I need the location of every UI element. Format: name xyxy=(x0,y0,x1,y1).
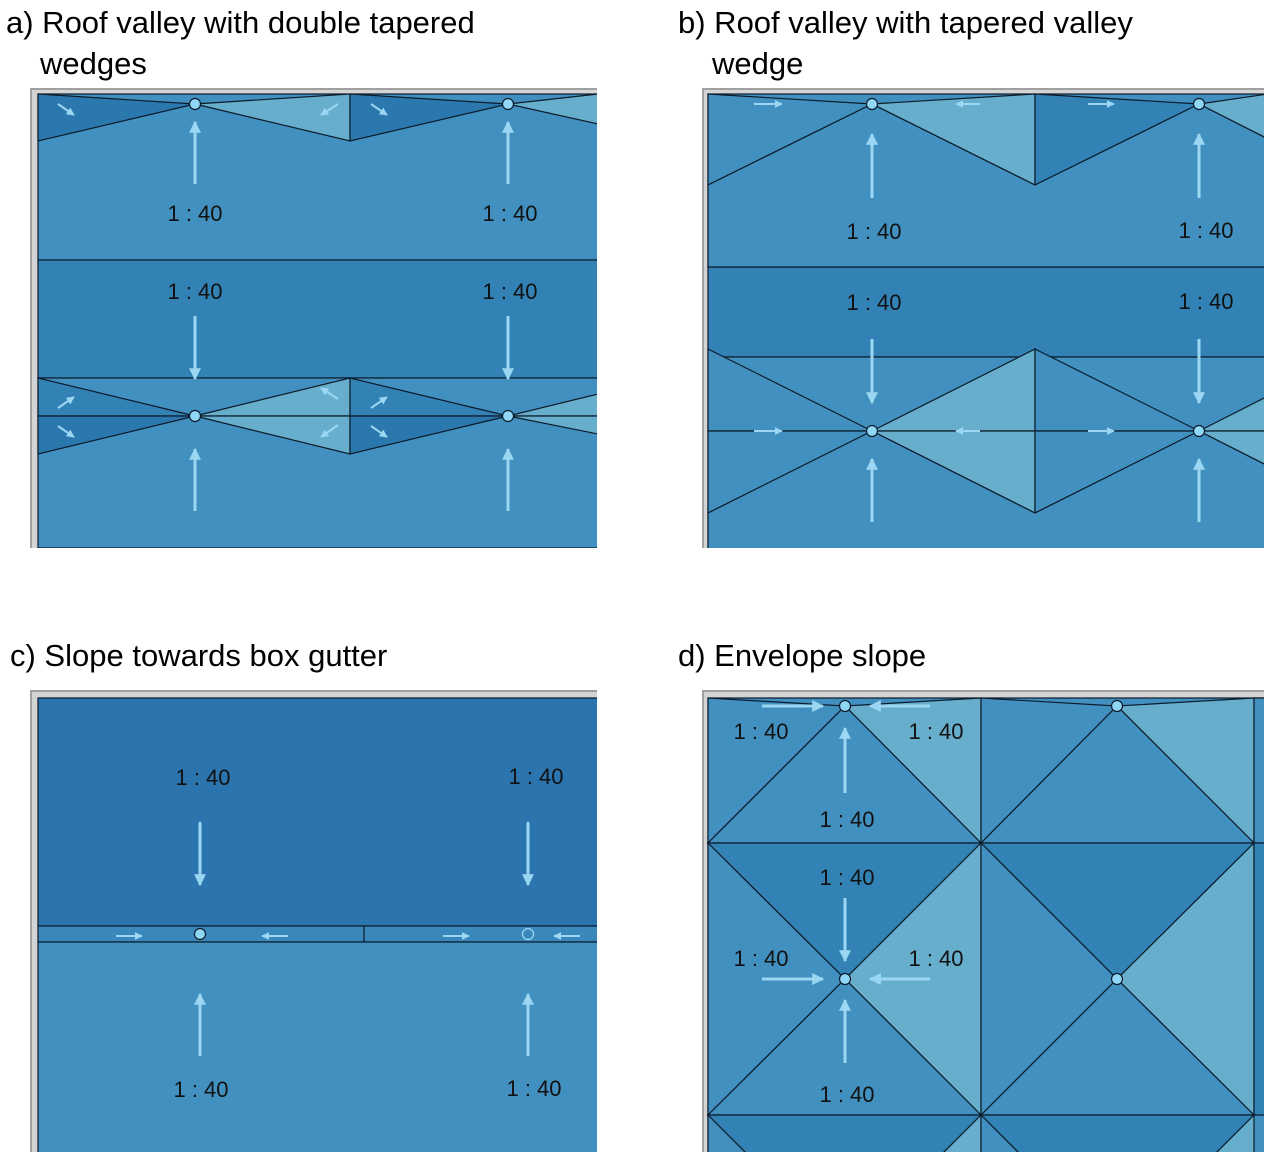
panel-b-field-bottom-lower xyxy=(707,430,1264,548)
panel-b-drain-outlet xyxy=(1192,424,1206,438)
panel-c-title: c) Slope towards box gutter xyxy=(10,635,387,676)
panel-c-slope-label: 1 : 40 xyxy=(173,1077,228,1102)
panel-d-drain-outlet xyxy=(1110,972,1124,986)
panel-c-drain-outlet xyxy=(521,927,535,941)
panel-b-title-line1: b) Roof valley with tapered valley xyxy=(678,5,1133,40)
panel-a-wedge-arrow xyxy=(320,103,339,116)
panel-b-title: b) Roof valley with tapered valley wedge xyxy=(678,2,1133,84)
panel-d-envelope-facet xyxy=(1216,1113,1255,1152)
panel-b-slope-label: 1 : 40 xyxy=(846,290,901,315)
panel-a-wedge xyxy=(507,415,597,435)
panel-a-slope-label: 1 : 40 xyxy=(482,201,537,226)
panel-a-wedge-arrow xyxy=(57,396,75,409)
panel-c-diagram: 1 : 40 1 : 40 1 : 40 1 : 40 xyxy=(30,690,597,1152)
panel-d-envelope-facet xyxy=(1253,697,1264,844)
panel-a-wedge-arrow xyxy=(370,103,388,116)
panel-a-wedge-arrow xyxy=(320,424,339,438)
panel-a-drain-outlet xyxy=(188,409,202,423)
panel-a-wedge-arrow xyxy=(370,396,388,409)
panel-a-slope-label: 1 : 40 xyxy=(167,279,222,304)
panel-d-title: d) Envelope slope xyxy=(678,635,926,676)
panel-a-wedge xyxy=(37,93,196,142)
panel-b-title-line2: wedge xyxy=(712,46,804,81)
panel-a-title-line1: a) Roof valley with double tapered xyxy=(6,5,475,40)
panel-c-slope-label: 1 : 40 xyxy=(508,764,563,789)
panel-c-title-line1: c) Slope towards box gutter xyxy=(10,638,388,673)
panel-d-diagram: 1 : 40 1 : 40 1 : 40 1 : 40 1 : 40 1 : 4… xyxy=(702,690,1264,1152)
panel-a-wedge xyxy=(507,93,597,125)
panel-c-drain-outlet xyxy=(193,927,207,941)
panel-b-slope-label: 1 : 40 xyxy=(846,219,901,244)
panel-b-drain-outlet xyxy=(865,97,879,111)
panel-a-slope-label: 1 : 40 xyxy=(167,201,222,226)
panel-d-title-line1: d) Envelope slope xyxy=(678,638,927,673)
panel-d-slope-label: 1 : 40 xyxy=(908,946,963,971)
panel-a-wedge xyxy=(349,415,509,455)
panel-d-envelope-facet xyxy=(980,1113,1019,1152)
panel-a-wedge-arrow xyxy=(320,387,339,400)
panel-b-slope-label: 1 : 40 xyxy=(1178,218,1233,243)
panel-a-field-middle xyxy=(37,259,597,379)
panel-a-wedge-arrow xyxy=(370,425,388,438)
panel-b-diagram: 1 : 40 1 : 40 1 : 40 1 : 40 xyxy=(702,88,1264,548)
panel-a-slope-label: 1 : 40 xyxy=(482,279,537,304)
panel-d-slope-label: 1 : 40 xyxy=(908,719,963,744)
panel-b-slope-label: 1 : 40 xyxy=(1178,289,1233,314)
panel-a-title: a) Roof valley with double tapered wedge… xyxy=(6,2,475,84)
panel-d-slope-label: 1 : 40 xyxy=(819,865,874,890)
panel-a-diagram: 1 : 40 1 : 40 1 : 40 1 : 40 xyxy=(30,88,597,548)
panel-c-box-gutter xyxy=(37,925,597,943)
panel-d-slope-label: 1 : 40 xyxy=(819,1082,874,1107)
panel-a-wedge-arrow xyxy=(57,103,75,116)
panel-d-drain-outlet xyxy=(838,699,852,713)
panel-d-slope-label: 1 : 40 xyxy=(733,719,788,744)
panel-d-envelope-facet xyxy=(707,1113,746,1152)
panel-c-field-lower xyxy=(37,941,597,1152)
panel-d-drain-outlet xyxy=(1110,699,1124,713)
panel-d-slope-label: 1 : 40 xyxy=(733,946,788,971)
panel-b-field-middle xyxy=(707,266,1264,358)
panel-a-wedge xyxy=(349,93,509,142)
panel-c-slope-label: 1 : 40 xyxy=(506,1076,561,1101)
panel-a-drain-outlet xyxy=(188,97,202,111)
panel-d-envelope-facet xyxy=(979,1114,1256,1152)
panel-b-drain-outlet xyxy=(1192,97,1206,111)
panel-d-drain-outlet xyxy=(838,972,852,986)
panel-a-wedge xyxy=(37,415,196,455)
panel-c-slope-label: 1 : 40 xyxy=(175,765,230,790)
panel-c-field-upper xyxy=(37,697,597,927)
panel-d-envelope-facet xyxy=(706,1114,983,1152)
panel-b-drain-outlet xyxy=(865,424,879,438)
panel-d-envelope-facet xyxy=(1253,842,1264,1116)
panel-a-drain-outlet xyxy=(501,409,515,423)
panel-b-field-top-upper xyxy=(707,103,1264,268)
panel-a-title-line2: wedges xyxy=(40,46,147,81)
panel-d-slope-label: 1 : 40 xyxy=(819,807,874,832)
panel-a-wedge-arrow xyxy=(57,425,75,438)
panel-a-drain-outlet xyxy=(501,97,515,111)
